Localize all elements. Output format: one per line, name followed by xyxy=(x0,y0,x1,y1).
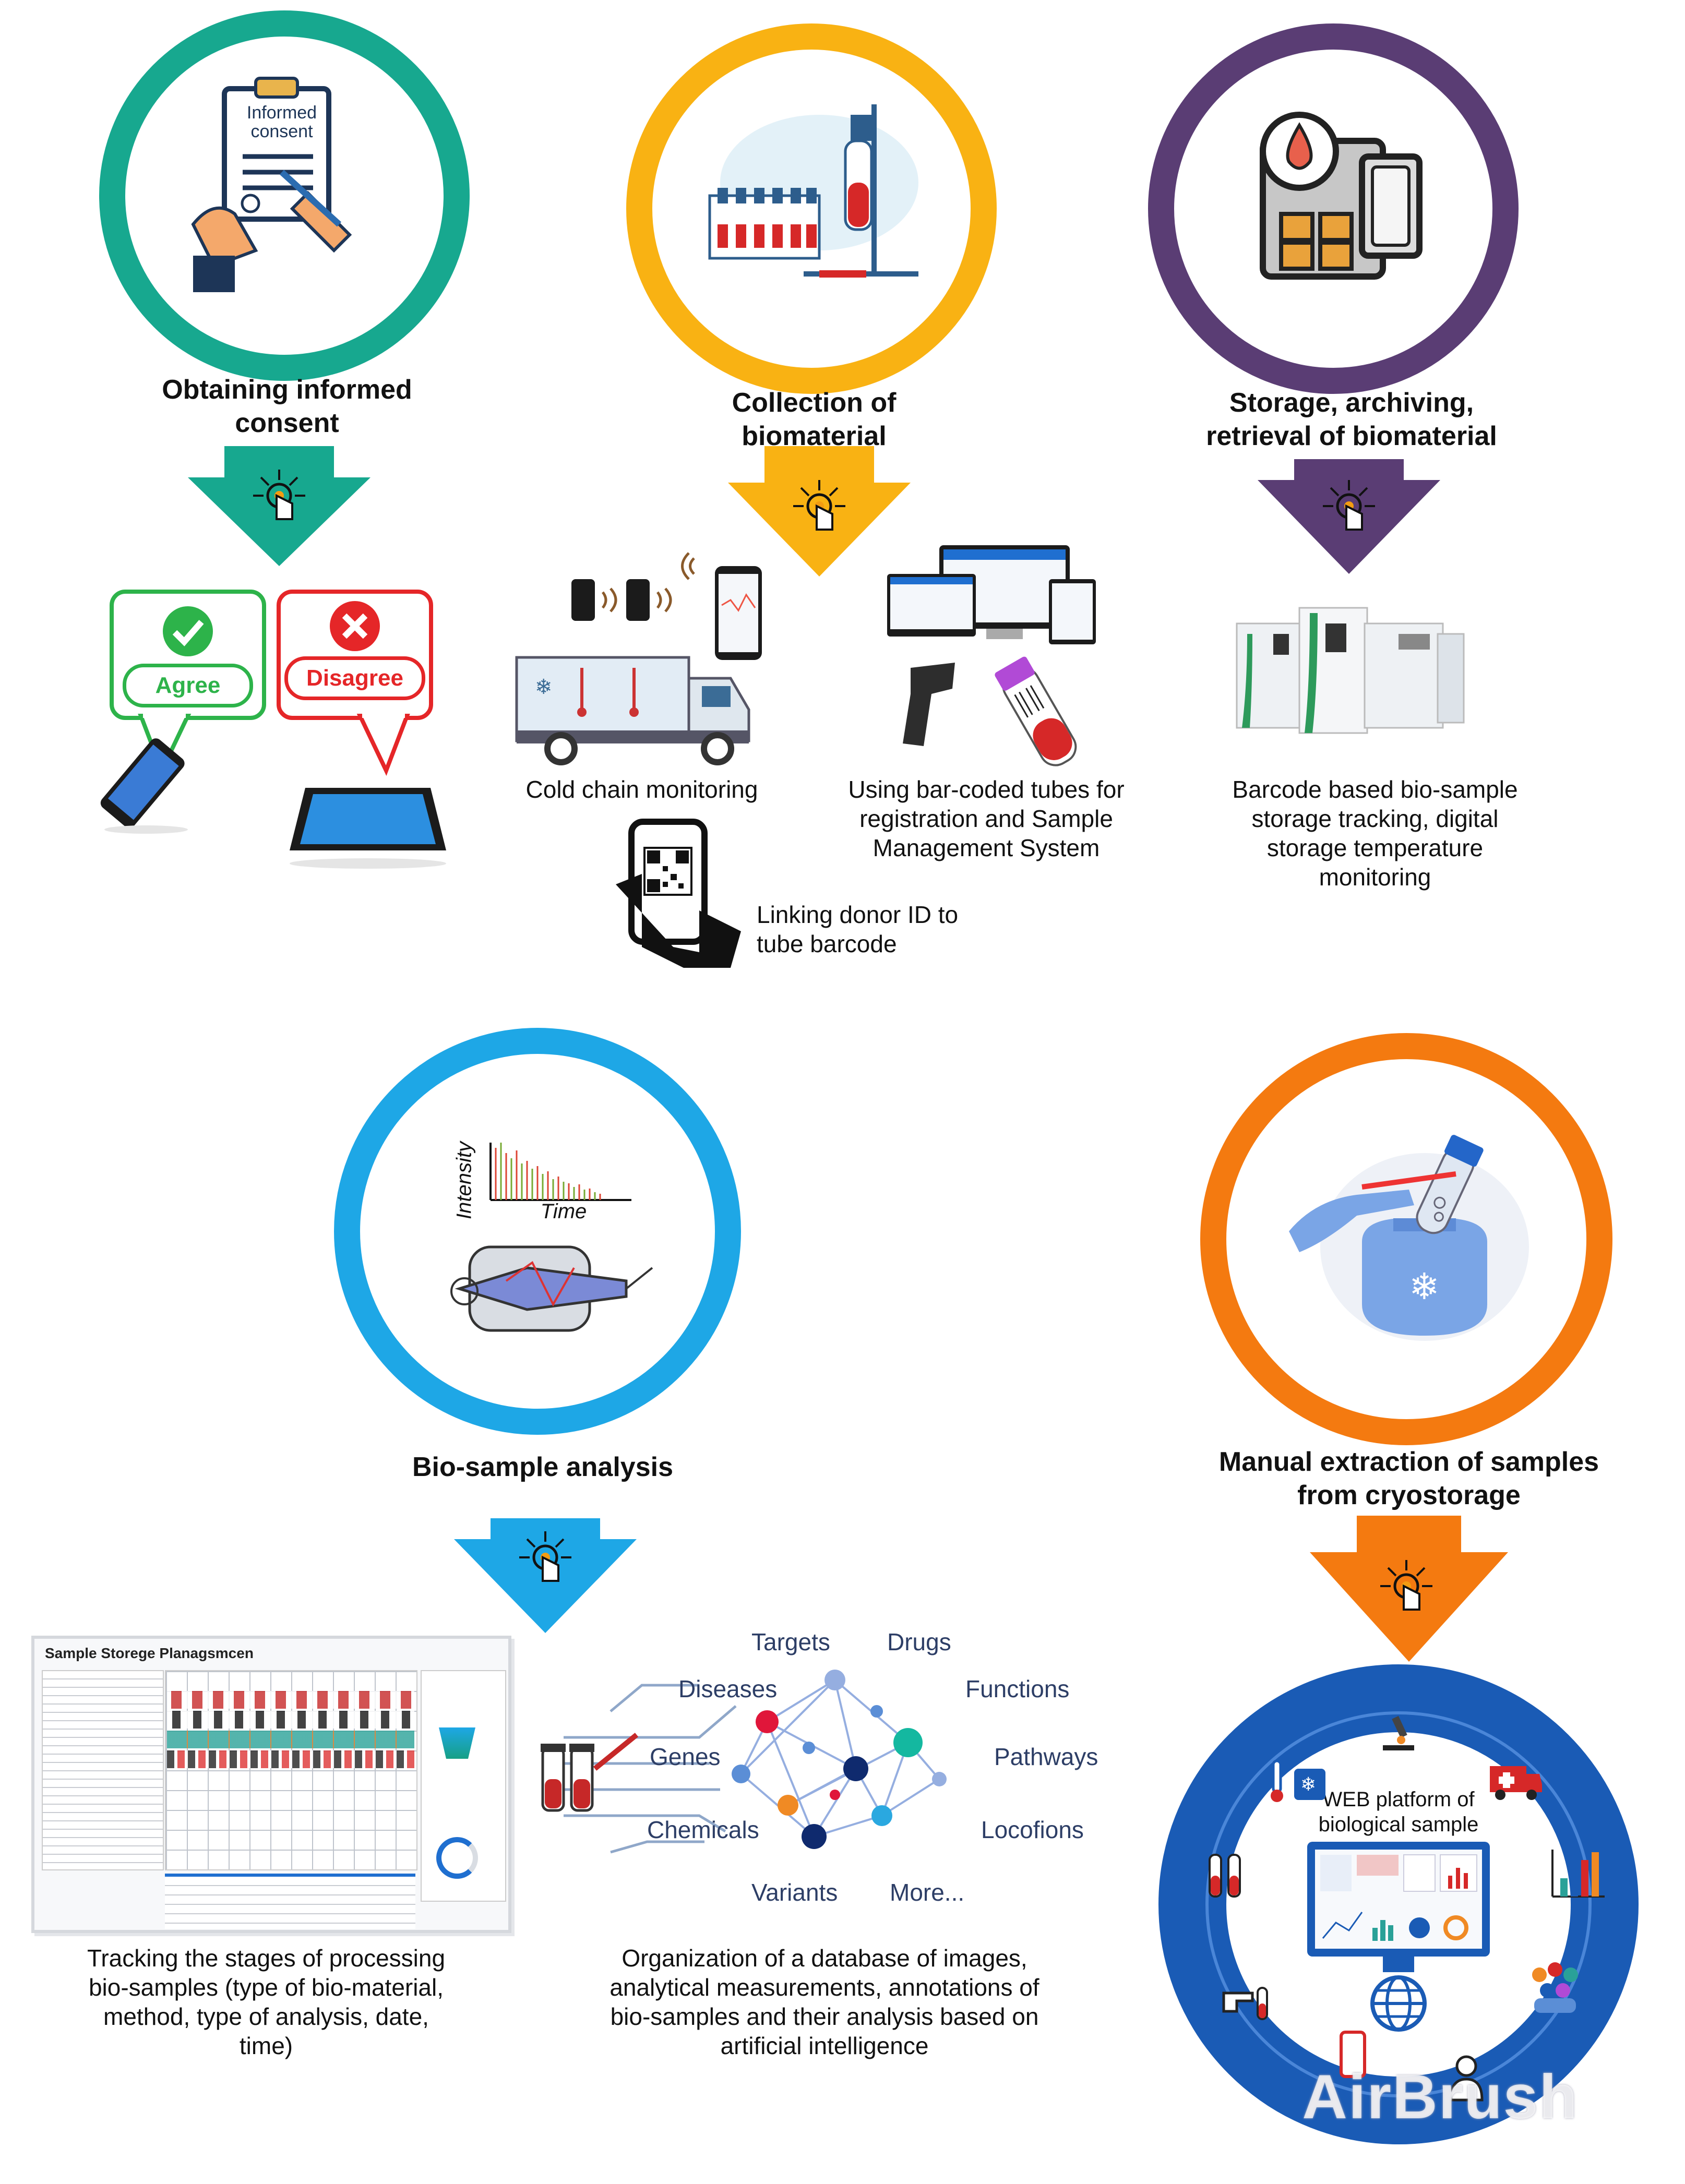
time-axis-label: Time xyxy=(540,1200,587,1223)
touch-icon xyxy=(253,470,305,520)
touch-icon xyxy=(1380,1560,1432,1611)
svg-text:❄: ❄ xyxy=(1300,1773,1316,1795)
ambulance-icon xyxy=(1490,1766,1542,1800)
globe-icon xyxy=(1370,1975,1427,2032)
storage-title: Storage, archiving, retrieval of biomate… xyxy=(1206,388,1497,451)
intensity-axis-label: Intensity xyxy=(452,1142,476,1219)
knowledge-network xyxy=(541,1670,947,1854)
check-icon xyxy=(163,606,213,656)
sample-grid-mixed-row xyxy=(167,1750,414,1768)
test-tubes-icon xyxy=(1209,1854,1241,1898)
records-table xyxy=(165,1874,415,1929)
storage-units-icon xyxy=(1236,607,1465,734)
tracking-caption: Tracking the stages of processing bio-sa… xyxy=(87,1945,446,2059)
consent-form-icon xyxy=(191,77,352,292)
functions-node: Functions xyxy=(965,1675,1070,1702)
sample-management-icon xyxy=(887,545,1096,766)
genes-node: Genes xyxy=(650,1743,721,1770)
sample-grid-red-row xyxy=(167,1691,414,1709)
disagree-option[interactable]: Disagree xyxy=(284,656,425,700)
sample-tree xyxy=(42,1670,164,1870)
cold-chain-caption: Cold chain monitoring xyxy=(525,776,758,803)
linking-caption: Linking donor ID to tube barcode xyxy=(757,901,959,957)
analysis-title: Bio-sample analysis xyxy=(412,1452,673,1482)
drugs-node: Drugs xyxy=(887,1628,951,1655)
consent-title: Obtaining informed consent xyxy=(162,375,412,438)
tablet-icon xyxy=(290,788,446,869)
web-monitor-icon xyxy=(1307,1842,1490,1972)
more-node: More... xyxy=(890,1879,965,1906)
variants-node: Variants xyxy=(751,1879,838,1906)
collection-title: Collection of biomaterial xyxy=(732,388,897,451)
qr-phone-hand-icon xyxy=(616,819,741,968)
progress-ring xyxy=(436,1837,478,1879)
touch-icon xyxy=(519,1531,571,1582)
touch-icon xyxy=(793,480,845,531)
cross-icon xyxy=(330,601,380,651)
people-group-icon xyxy=(1532,1962,1578,2013)
phone-icon xyxy=(1340,2031,1366,2078)
level-gauge xyxy=(439,1727,475,1759)
watermark-text: AirBrush xyxy=(1302,2062,1579,2132)
mass-spectrum-icon xyxy=(489,1143,631,1201)
mass-spectrometer-icon xyxy=(450,1245,653,1332)
touch-icon xyxy=(1323,480,1375,531)
smartphone-icon xyxy=(100,738,188,834)
thermometer-icon: ❄ xyxy=(1271,1759,1325,1802)
pathways-node: Pathways xyxy=(994,1743,1098,1770)
extraction-title: Manual extraction of samples from cryost… xyxy=(1218,1447,1599,1510)
barcoded-tubes-caption: Using bar-coded tubes for registration a… xyxy=(848,776,1125,861)
storage-caption: Barcode based bio-sample storage trackin… xyxy=(1232,776,1518,891)
locofions-node: Locofions xyxy=(981,1816,1084,1843)
web-platform-title: WEB platform of biological sample xyxy=(1318,1788,1479,1836)
diseases-node: Diseases xyxy=(678,1675,778,1702)
microscope-icon xyxy=(1383,1715,1414,1750)
svg-text:❄: ❄ xyxy=(1409,1266,1440,1307)
storage-freezer-icon xyxy=(1260,112,1423,280)
sample-grid-black-row xyxy=(167,1711,414,1729)
chemicals-node: Chemicals xyxy=(647,1816,759,1843)
sample-grid-teal-row xyxy=(167,1731,414,1748)
cryostorage-icon: ❄ xyxy=(1289,1135,1529,1341)
cold-chain-truck-icon: ❄ xyxy=(515,552,762,765)
doctor-icon xyxy=(1449,2055,1484,2102)
consent-form-title: Informed consent xyxy=(246,103,317,141)
tracking-window-title: Sample Storege Planagsmcen xyxy=(45,1645,254,1661)
bar-chart-icon xyxy=(1551,1850,1605,1898)
agree-option[interactable]: Agree xyxy=(123,664,253,707)
hand-sample-icon xyxy=(1222,1987,1268,2020)
web-platform-inner-ring xyxy=(1205,1711,1592,2097)
tracking-software-window: Sample Storege Planagsmcen xyxy=(31,1636,511,1933)
database-caption: Organization of a database of images, an… xyxy=(610,1945,1039,2059)
collection-lab-icon xyxy=(708,104,918,278)
disagree-bubble-tail xyxy=(356,712,410,776)
svg-text:❄: ❄ xyxy=(535,676,553,699)
targets-node: Targets xyxy=(751,1628,830,1655)
